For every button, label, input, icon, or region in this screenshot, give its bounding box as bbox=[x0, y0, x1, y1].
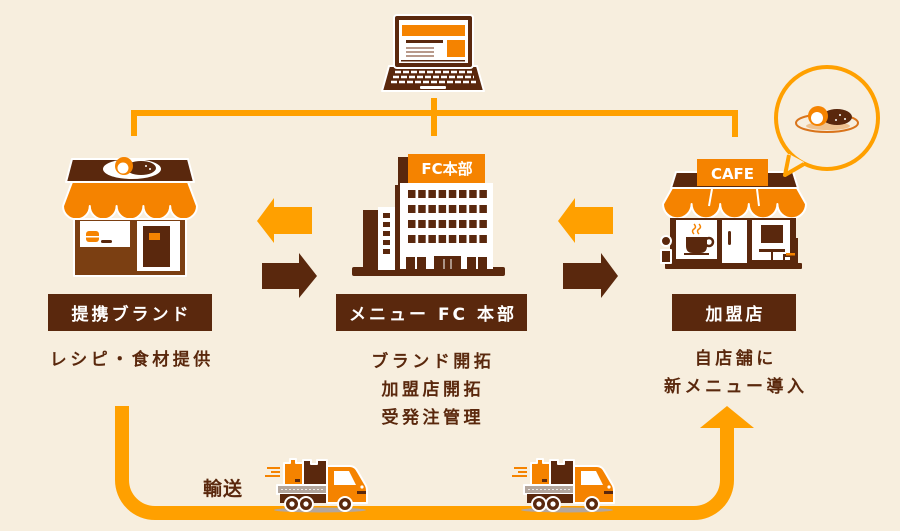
building-window bbox=[438, 190, 447, 198]
building-window bbox=[428, 205, 436, 213]
hq-sign-text: FC本部 bbox=[421, 160, 472, 178]
building-window bbox=[408, 205, 416, 213]
delivery-flow-line bbox=[115, 406, 734, 520]
store-icon bbox=[62, 157, 198, 277]
description-line: 加盟店開拓 bbox=[381, 380, 484, 400]
cafe-icon: CAFE bbox=[660, 159, 807, 269]
description-line: 自店舗に bbox=[694, 349, 777, 369]
arrow-up-icon bbox=[700, 406, 754, 428]
store-door bbox=[143, 226, 170, 267]
cafe-sign bbox=[697, 159, 768, 186]
building-window bbox=[479, 220, 487, 228]
building-window bbox=[479, 190, 487, 198]
building-window bbox=[418, 235, 426, 243]
building-window bbox=[408, 220, 416, 228]
building-window bbox=[459, 235, 467, 243]
curry-plate-icon bbox=[795, 106, 859, 133]
coffee-cup-icon bbox=[684, 223, 715, 255]
curry-plate-icon bbox=[103, 157, 161, 179]
building-window bbox=[448, 220, 457, 228]
hq-sign bbox=[408, 154, 485, 183]
building-window bbox=[438, 235, 447, 243]
brand-description: レシピ・食材提供 bbox=[20, 346, 240, 374]
network-connector-lines bbox=[131, 98, 738, 137]
building-window bbox=[479, 205, 487, 213]
building-window bbox=[438, 220, 447, 228]
cafe-sign-text: CAFE bbox=[711, 165, 754, 183]
building-window bbox=[408, 190, 416, 198]
arrow-right-icon bbox=[563, 253, 618, 298]
building-window bbox=[428, 220, 436, 228]
description-line: ブランド開拓 bbox=[371, 352, 495, 372]
speech-bubble-icon bbox=[774, 65, 880, 177]
cafe-awning bbox=[662, 187, 807, 220]
description-line: 受発注管理 bbox=[381, 408, 484, 428]
hq-description: ブランド開拓 加盟店開拓 受発注管理 bbox=[321, 348, 541, 432]
laptop-icon bbox=[381, 14, 485, 92]
building-window bbox=[418, 205, 426, 213]
building-window bbox=[469, 190, 477, 198]
hq-label: メニュー FC 本部 bbox=[336, 294, 527, 331]
building-window bbox=[408, 235, 416, 243]
building-windows bbox=[408, 190, 487, 243]
franchisee-description: 自店舗に 新メニュー導入 bbox=[624, 345, 844, 401]
truck-icon bbox=[265, 458, 368, 514]
cafe-door-handle bbox=[728, 231, 731, 245]
store-awning bbox=[62, 181, 198, 221]
building-window bbox=[428, 235, 436, 243]
building-window bbox=[459, 205, 467, 213]
building-window bbox=[469, 235, 477, 243]
arrow-right-icon bbox=[262, 253, 317, 298]
building-window bbox=[428, 190, 436, 198]
franchisee-label: 加盟店 bbox=[672, 294, 796, 331]
building-window bbox=[469, 220, 477, 228]
transport-label: 輸送 bbox=[203, 478, 244, 500]
building-window bbox=[448, 235, 457, 243]
office-building-icon: FC本部 bbox=[352, 154, 505, 276]
building-window bbox=[438, 205, 447, 213]
building-window bbox=[418, 190, 426, 198]
building-window bbox=[448, 205, 457, 213]
brand-label: 提携ブランド bbox=[48, 294, 212, 331]
building-window bbox=[418, 220, 426, 228]
truck-icon bbox=[512, 458, 615, 514]
description-line: レシピ・食材提供 bbox=[49, 350, 214, 370]
description-line: 新メニュー導入 bbox=[664, 377, 808, 397]
arrow-left-icon bbox=[257, 198, 312, 243]
building-window bbox=[459, 190, 467, 198]
building-window bbox=[459, 220, 467, 228]
building-window bbox=[448, 190, 457, 198]
building-window bbox=[479, 235, 487, 243]
building-window bbox=[469, 205, 477, 213]
arrow-left-icon bbox=[558, 198, 613, 243]
